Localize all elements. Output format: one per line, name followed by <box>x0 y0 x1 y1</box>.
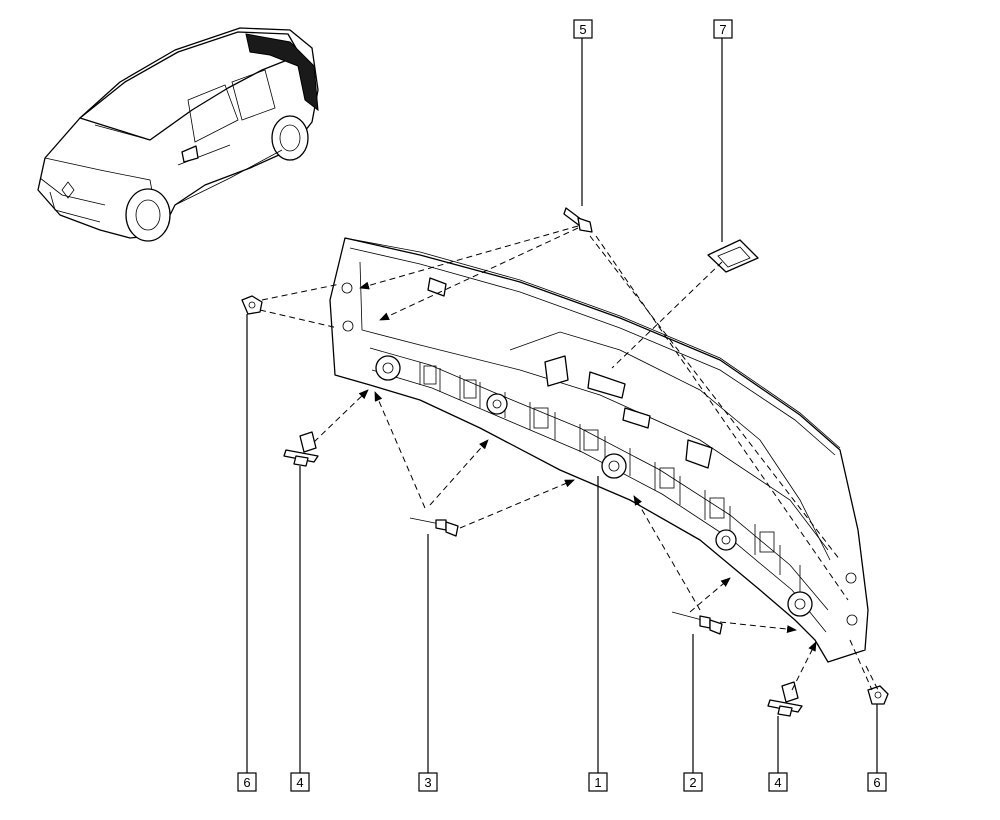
callout-1: 1 <box>588 772 608 792</box>
assembly-lines <box>259 225 879 691</box>
screw-part-5 <box>563 207 593 233</box>
clip-part-6-right <box>867 685 889 705</box>
callout-4-right: 4 <box>768 772 788 792</box>
leader-lines <box>246 38 878 773</box>
svg-text:6: 6 <box>873 775 880 790</box>
svg-text:7: 7 <box>719 22 726 37</box>
clip-part-6-left <box>241 295 263 315</box>
svg-text:2: 2 <box>689 775 696 790</box>
callout-6-left: 6 <box>237 772 257 792</box>
callout-2: 2 <box>683 772 703 792</box>
callout-4-left: 4 <box>290 772 310 792</box>
rivet-part-3 <box>409 517 459 537</box>
svg-text:3: 3 <box>424 775 431 790</box>
push-clip-part-4-left <box>283 431 319 467</box>
svg-text:4: 4 <box>296 775 303 790</box>
svg-text:5: 5 <box>579 22 586 37</box>
push-clip-part-4-right <box>767 681 803 717</box>
pad-part-7 <box>707 239 759 273</box>
rear-trim-panel <box>329 237 869 663</box>
callout-3: 3 <box>418 772 438 792</box>
callout-5: 5 <box>573 19 593 39</box>
callout-7: 7 <box>713 19 733 39</box>
panel-ribs <box>419 362 801 595</box>
svg-text:1: 1 <box>594 775 601 790</box>
vehicle-location-thumbnail <box>37 27 319 242</box>
callout-6-right: 6 <box>867 772 887 792</box>
svg-text:6: 6 <box>243 775 250 790</box>
svg-text:4: 4 <box>774 775 781 790</box>
rivet-part-2 <box>671 611 723 635</box>
